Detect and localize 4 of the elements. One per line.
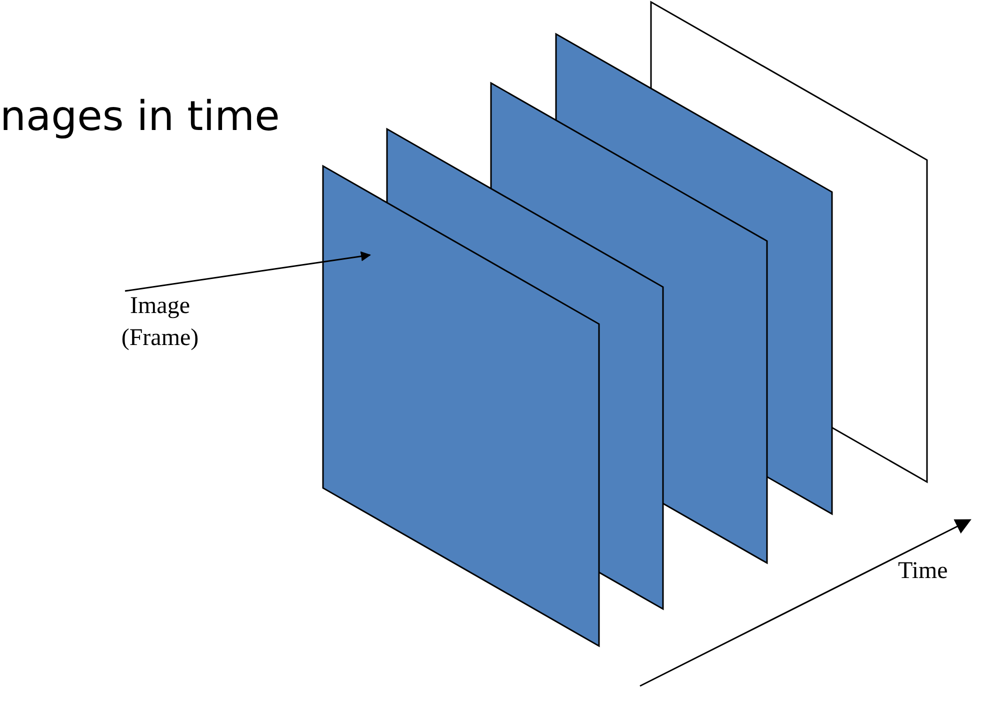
node-label: Image (Frame) <box>120 292 200 353</box>
leader-arrow <box>124 251 371 292</box>
axis-label: Time <box>898 558 948 585</box>
title: nages in time <box>0 92 280 140</box>
